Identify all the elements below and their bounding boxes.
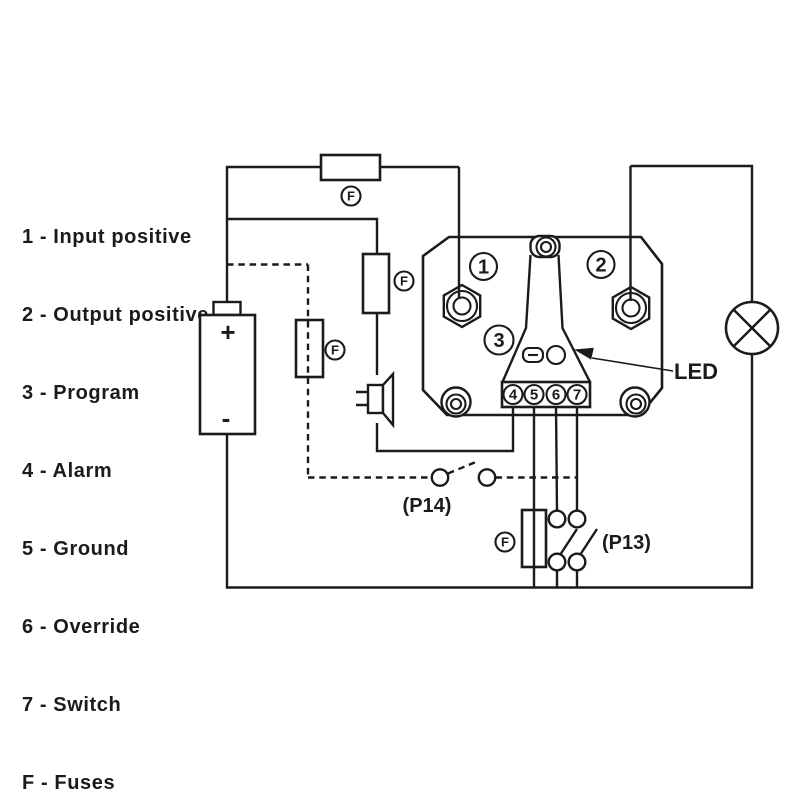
p14-contact-left (430, 468, 450, 487)
legend-line-2: 2 - Output positive (22, 304, 209, 326)
fuse-program-line (294, 318, 325, 379)
stud-output (611, 285, 651, 331)
p13-switch2-contact-top (567, 509, 587, 529)
funnel-right-edge (557, 254, 592, 383)
p14-label: (P14) (403, 495, 452, 517)
mount-hole-right-inner (629, 397, 643, 411)
wire-terminal6-override (554, 405, 559, 512)
battery-symbol: + - (198, 300, 257, 436)
fuse-program-label: F (331, 343, 339, 358)
legend-line-3: 3 - Program (22, 382, 140, 404)
funnel-left-edge (501, 254, 532, 383)
speaker-icon (356, 370, 395, 429)
p13-switch1-contact-bottom (547, 552, 567, 572)
wire-battery-positive-to-input (225, 165, 459, 303)
terminal-7-label: 7 (573, 387, 581, 404)
fuse-speaker-label: F (400, 274, 408, 289)
badge-1-circle (468, 251, 499, 282)
p13-switch2-contact-bottom (567, 552, 587, 572)
led-indicator (521, 344, 567, 366)
stud-input-hole (452, 296, 472, 316)
mount-hole-top-outer (535, 236, 557, 258)
controller-box: 4 5 6 7 1 2 3 (421, 234, 664, 418)
led-callout-line (591, 357, 674, 372)
terminal-5 (523, 383, 545, 406)
terminal-6 (545, 383, 567, 406)
legend-line-8: F - Fuses (22, 772, 116, 794)
p14-switch-lever (447, 460, 478, 475)
terminal-4 (502, 383, 524, 406)
p13-switches (547, 509, 599, 572)
fuse-main-label-circle (340, 185, 362, 207)
terminal-5-label: 5 (530, 387, 538, 404)
led-callout: LED (574, 347, 718, 384)
mount-hole-left-inner (449, 397, 463, 411)
badge-2-label: 2 (595, 255, 606, 277)
badge-2-circle (586, 249, 616, 280)
mount-hole-right-outer (625, 393, 647, 415)
terminal-7 (566, 383, 588, 406)
legend-line-6: 6 - Override (22, 616, 141, 638)
terminal-4-label: 4 (509, 387, 518, 404)
speaker-horn (381, 370, 395, 429)
fuse-speaker-line (361, 252, 391, 315)
led-callout-label: LED (674, 359, 718, 384)
battery-minus-label: - (222, 403, 231, 433)
legend: 1 - Input positive 2 - Output positive 3… (22, 172, 209, 800)
mount-hole-top-inner (539, 240, 553, 254)
fuse-program-label-circle (324, 339, 346, 361)
lamp-cross (732, 308, 772, 348)
mount-ear-left (440, 386, 472, 418)
lamp-icon (724, 300, 780, 356)
p14-contact-right (477, 468, 497, 487)
mount-hole-left-outer (445, 393, 467, 415)
fuse-main (319, 153, 382, 182)
badge-3-circle (483, 324, 515, 356)
wire-output-to-lamp (630, 164, 754, 303)
p13-switch2-lever (578, 528, 599, 556)
terminal-6-label: 6 (552, 387, 560, 404)
speaker-pins (356, 390, 368, 407)
p13-switch1-contact-top (547, 509, 567, 529)
p13-label: (P13) (602, 532, 651, 554)
fuse-labels: F F F F (324, 185, 516, 553)
legend-line-4: 4 - Alarm (22, 460, 113, 482)
legend-line-1: 1 - Input positive (22, 226, 192, 248)
wire-branch-to-speaker (227, 217, 379, 375)
legend-line-5: 5 - Ground (22, 538, 130, 560)
controller-outline (421, 235, 664, 417)
battery-plus-label: + (220, 317, 235, 347)
wire-speaker-to-terminal4 (375, 406, 515, 453)
wire-ground-return-loop (225, 353, 754, 589)
battery-terminal-cap (212, 300, 242, 317)
badge-3-label: 3 (493, 330, 504, 352)
speaker-body (366, 383, 385, 415)
stud-input (442, 283, 482, 329)
fuse-speaker-label-circle (393, 270, 415, 292)
legend-line-7: 7 - Switch (22, 694, 122, 716)
badge-1-label: 1 (478, 257, 489, 279)
led-lamp (545, 344, 567, 366)
led-callout-arrowhead (574, 347, 594, 360)
fuse-ground-label: F (501, 535, 509, 550)
mount-ear-right (619, 386, 651, 418)
battery-body (198, 313, 257, 436)
fuse-ground-label-circle (494, 531, 516, 553)
p13-switch1-lever (558, 528, 579, 556)
fuse-main-label: F (347, 189, 355, 204)
stud-output-hole (621, 298, 641, 318)
